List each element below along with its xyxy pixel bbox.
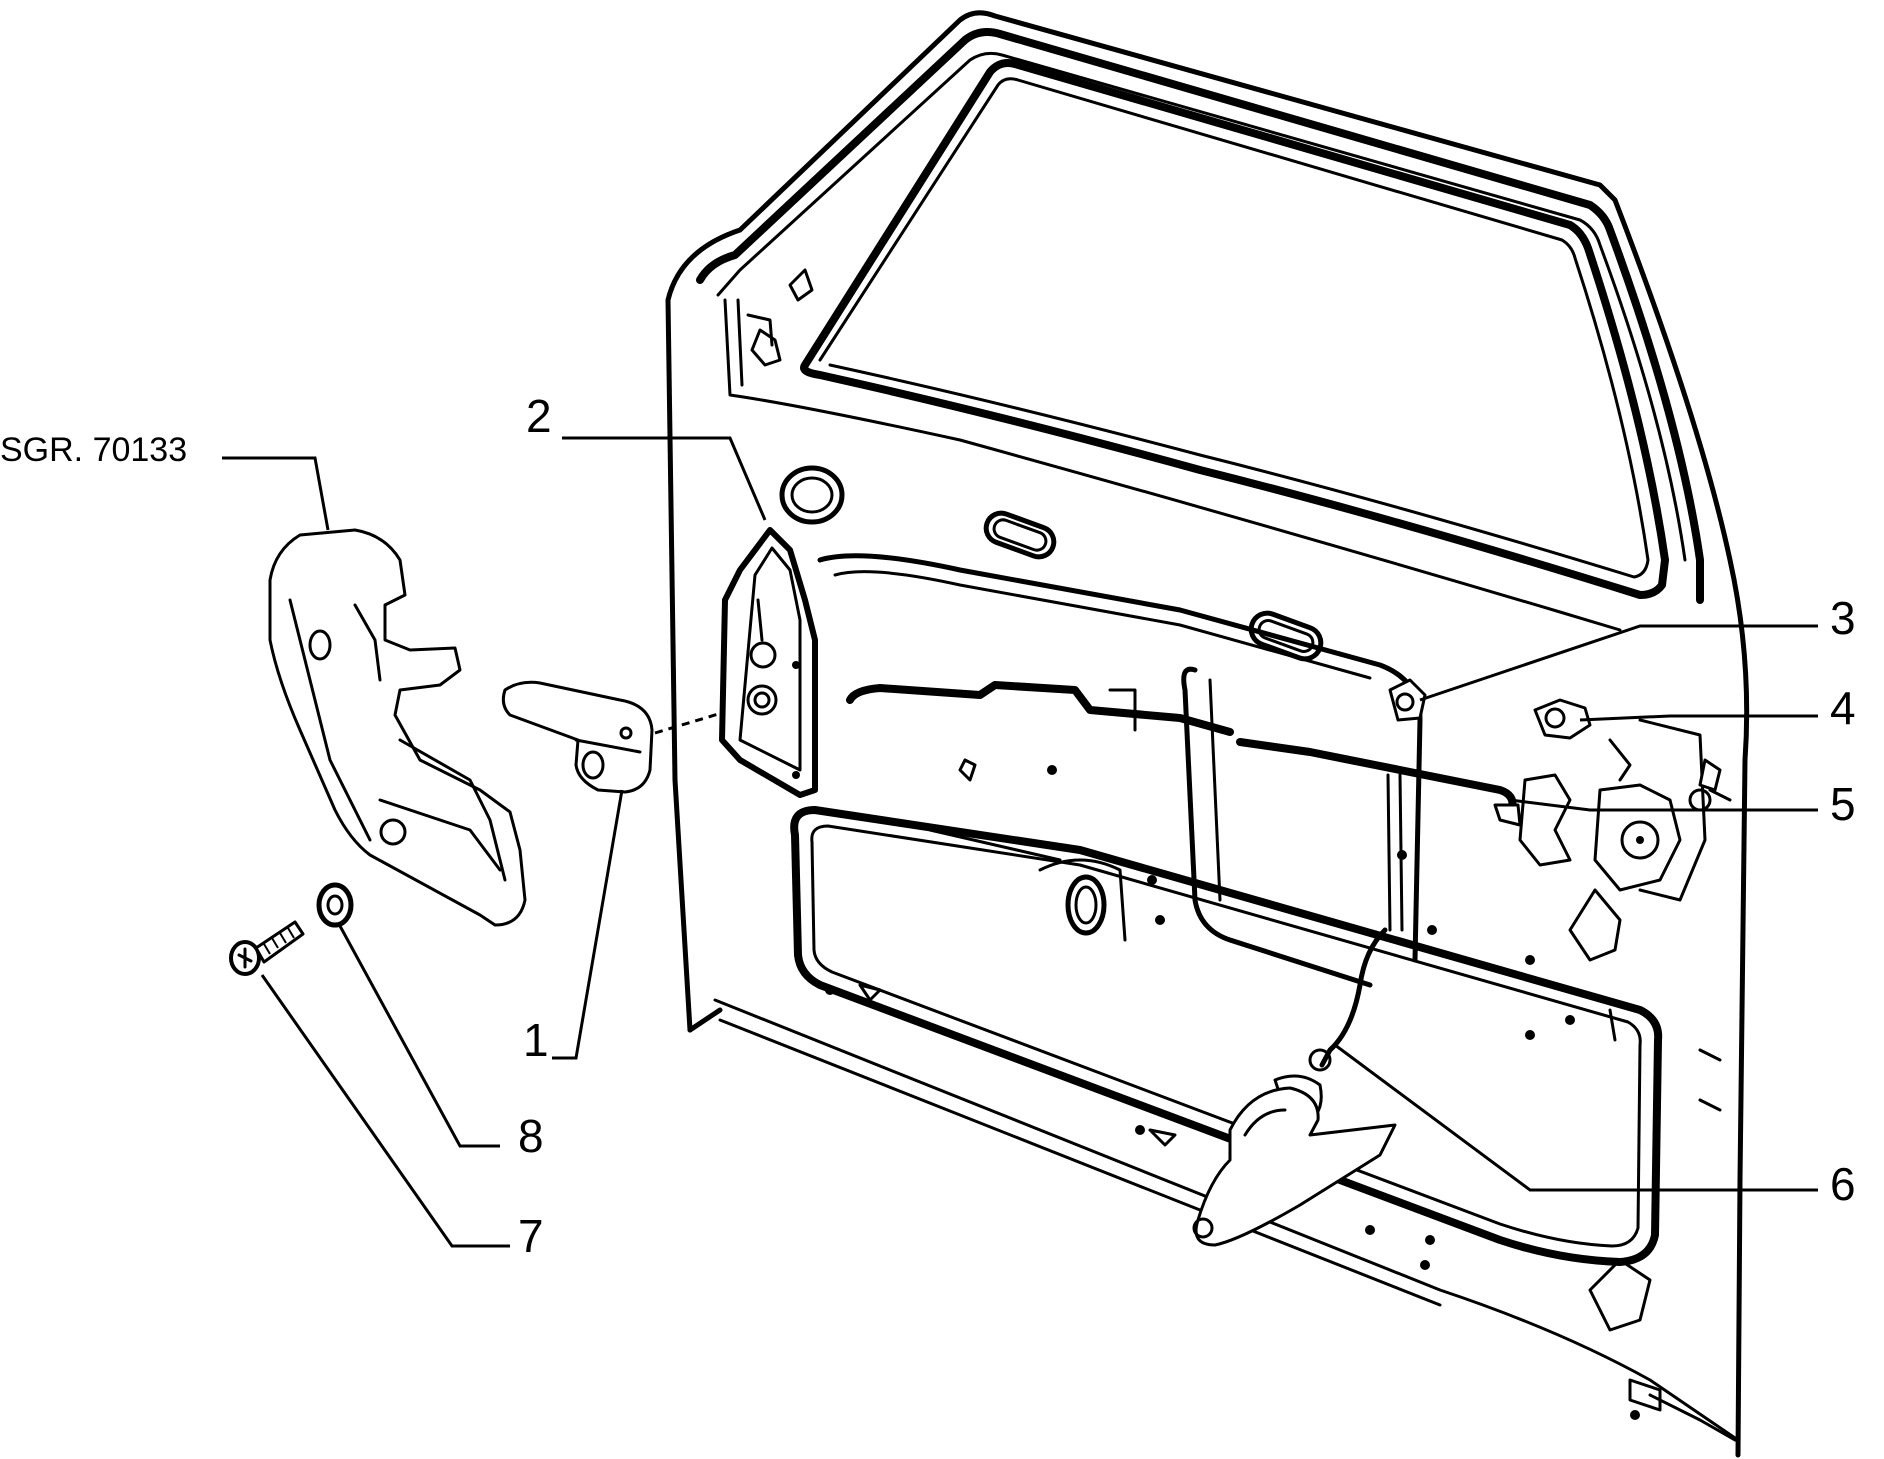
callout-3: 3	[1830, 592, 1856, 644]
callout-2: 2	[526, 390, 552, 442]
part-8-washer	[316, 882, 354, 928]
part-1-handle-lever	[501, 680, 726, 794]
part-7-screw	[229, 920, 305, 976]
part-2-lock-bracket	[719, 527, 818, 798]
door-panel	[665, 10, 1750, 1458]
callout-4: 4	[1830, 682, 1856, 734]
callout-1: 1	[523, 1014, 549, 1066]
door-rods	[846, 678, 1592, 827]
leader-lines	[222, 436, 1818, 1248]
part-6-regulator-crank	[1192, 927, 1397, 1247]
armrest-sgr-70133	[268, 528, 527, 927]
callout-6: 6	[1830, 1158, 1856, 1210]
reference-label: SGR. 70133	[0, 431, 187, 469]
callout-7: 7	[518, 1210, 544, 1262]
callout-5: 5	[1830, 778, 1856, 830]
callout-8: 8	[518, 1110, 544, 1162]
